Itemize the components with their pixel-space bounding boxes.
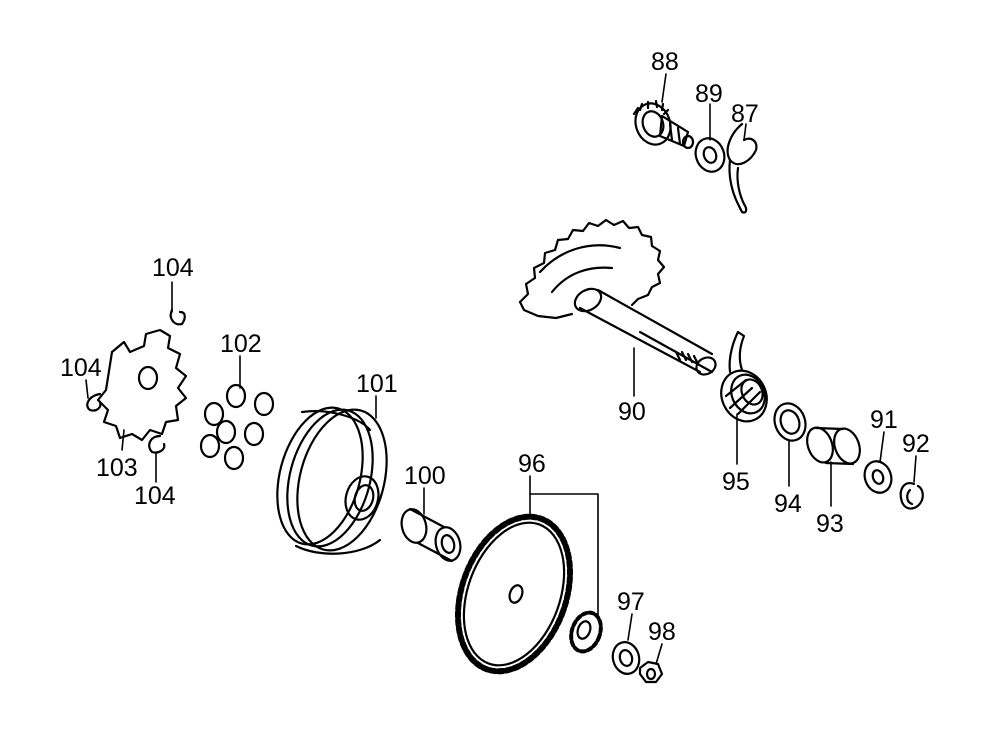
label-104-left: 104 (60, 354, 102, 382)
part-104-slider-left (86, 392, 102, 412)
part-87-spring-clip (726, 122, 758, 214)
part-96-small-sprocket (569, 610, 603, 654)
part-90-kick-shaft (518, 218, 717, 376)
part-104-slider-bottom (148, 434, 166, 454)
label-87: 87 (731, 100, 759, 128)
part-94-washer (773, 402, 807, 442)
leader-lines (85, 73, 917, 665)
part-88-pinion-gear (632, 99, 695, 150)
label-97: 97 (617, 588, 645, 616)
label-94: 94 (774, 490, 802, 518)
label-88: 88 (651, 48, 679, 76)
part-98-nut (638, 660, 664, 684)
label-104-top: 104 (152, 254, 194, 282)
label-102: 102 (220, 330, 262, 358)
part-96-driven-gear (454, 513, 574, 675)
part-97-washer (611, 641, 641, 675)
part-101-pulley (276, 406, 388, 555)
label-101: 101 (356, 370, 398, 398)
part-91-washer (863, 460, 893, 494)
part-89-washer (694, 137, 726, 173)
part-103-ramp-plate (96, 328, 188, 442)
label-103: 103 (96, 454, 138, 482)
label-92: 92 (902, 430, 930, 458)
part-95-torsion-spring (720, 330, 768, 423)
label-90: 90 (618, 398, 646, 426)
part-100-collar (400, 507, 462, 563)
part-102-rollers (199, 383, 275, 471)
label-104-bottom: 104 (134, 482, 176, 510)
part-93-bushing (806, 426, 861, 466)
label-89: 89 (695, 80, 723, 108)
part-104-slider-top (169, 308, 186, 326)
label-96: 96 (518, 450, 546, 478)
label-91: 91 (870, 406, 898, 434)
label-93: 93 (816, 510, 844, 538)
part-92-circlip (899, 482, 924, 510)
label-100: 100 (404, 462, 446, 490)
part-labels: 88 89 87 90 95 94 93 91 92 96 97 98 100 … (60, 48, 930, 646)
label-95: 95 (722, 468, 750, 496)
label-98: 98 (648, 618, 676, 646)
